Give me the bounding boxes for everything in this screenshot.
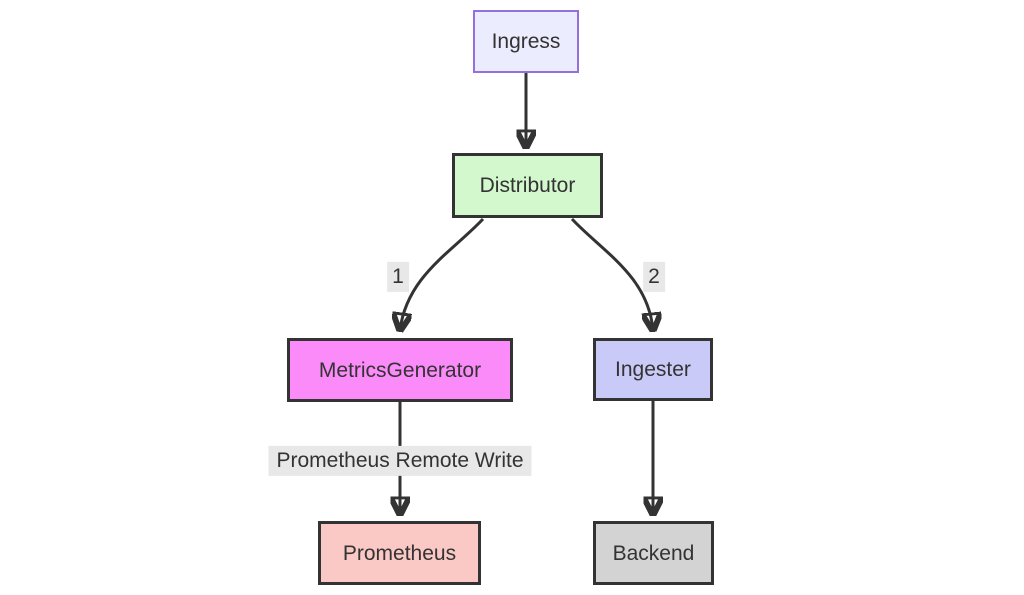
node-metrics-generator: MetricsGenerator <box>287 338 513 402</box>
edge-distributor-metricsgenerator <box>400 217 485 330</box>
node-ingester-label: Ingester <box>615 358 691 381</box>
node-backend: Backend <box>593 521 714 585</box>
node-backend-label: Backend <box>612 541 695 565</box>
node-ingress-label: Ingress <box>491 30 561 53</box>
edge-label-prometheus-remote-write: Prometheus Remote Write <box>268 445 532 477</box>
edge-label-1: 1 <box>387 261 409 293</box>
node-prometheus: Prometheus <box>318 521 481 585</box>
edge-label-2: 2 <box>643 261 665 293</box>
node-metrics-generator-label: MetricsGenerator <box>318 358 482 382</box>
node-ingester: Ingester <box>593 338 713 401</box>
node-distributor-label: Distributor <box>479 174 576 197</box>
edge-distributor-ingester <box>570 217 653 330</box>
node-ingress: Ingress <box>473 10 579 73</box>
node-prometheus-label: Prometheus <box>342 541 457 565</box>
node-distributor: Distributor <box>452 153 603 218</box>
